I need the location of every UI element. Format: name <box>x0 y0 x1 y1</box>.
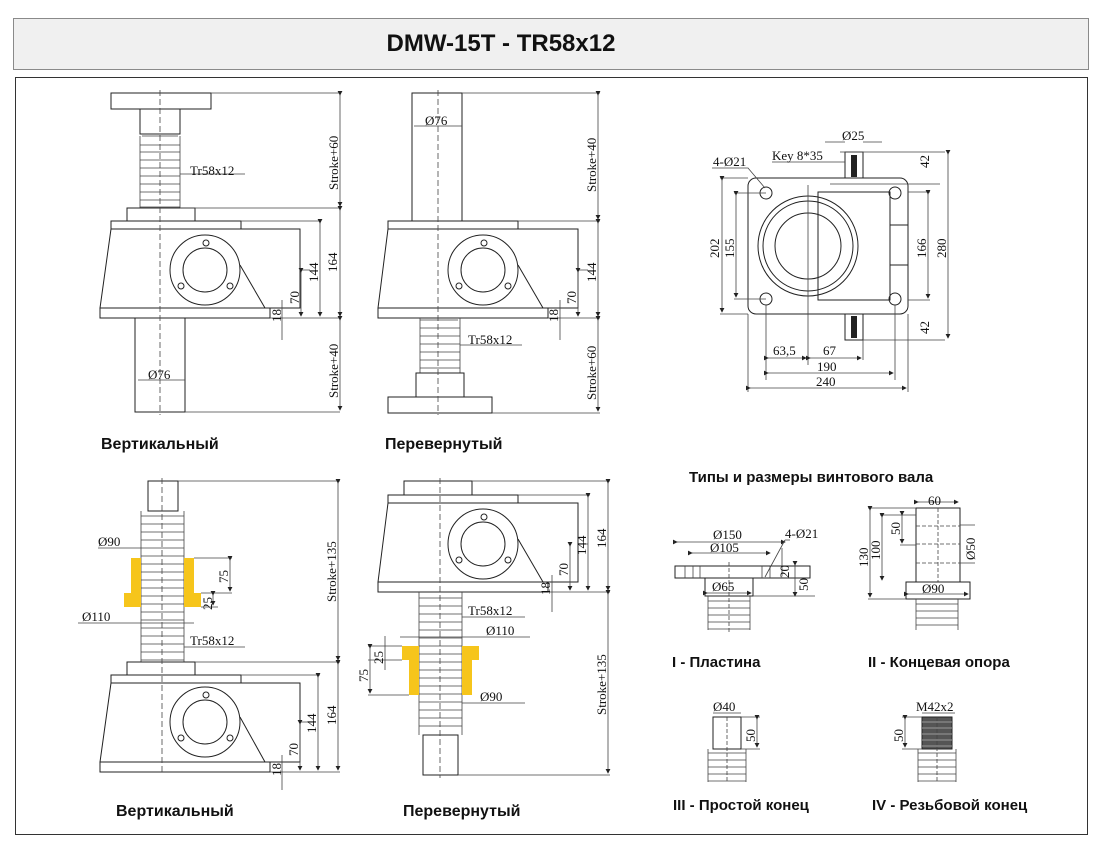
dim-d110: Ø110 <box>82 609 110 624</box>
dim-63-5: 63,5 <box>773 343 796 358</box>
dim-25: 25 <box>371 651 386 664</box>
drawing-panel <box>15 77 1088 835</box>
dim-202: 202 <box>707 239 722 259</box>
screw-type-plate: Ø150 Ø105 4-Ø21 20 50 Ø65 <box>673 526 818 632</box>
dim-thread: Tr58x12 <box>468 603 512 618</box>
dim-60: 60 <box>928 493 941 508</box>
dim-d76: Ø76 <box>148 367 171 382</box>
view-bottom-middle: Tr58x12 Ø110 Ø90 25 75 Stroke+135 164 14… <box>356 478 611 778</box>
dim-130: 130 <box>856 548 871 568</box>
dim-144: 144 <box>304 713 319 733</box>
dim-d90: Ø90 <box>922 581 944 596</box>
dim-190: 190 <box>817 359 837 374</box>
dim-67: 67 <box>823 343 837 358</box>
dim-stroke-top: Stroke+60 <box>326 136 341 190</box>
view-top-middle: Tr58x12 Ø76 Stroke+40 Stroke+60 144 70 1… <box>377 90 601 415</box>
caption-type-2: II - Концевая опора <box>868 654 1010 671</box>
nut-left <box>124 558 141 607</box>
dim-18: 18 <box>538 582 553 595</box>
dim-thread: Tr58x12 <box>190 163 234 178</box>
dim-stroke-bottom: Stroke+40 <box>326 344 341 398</box>
dim-holes: 4-Ø21 <box>713 154 746 169</box>
screw-types-heading: Типы и размеры винтового вала <box>689 469 934 486</box>
dim-d65: Ø65 <box>712 579 734 594</box>
nut-right <box>184 558 201 607</box>
dim-50: 50 <box>891 729 906 742</box>
dim-240: 240 <box>816 374 836 389</box>
dim-144: 144 <box>306 262 321 282</box>
dim-144: 144 <box>584 262 599 282</box>
dim-280: 280 <box>934 239 949 259</box>
dim-164: 164 <box>594 528 609 548</box>
view-bottom-left: Ø90 Ø110 Tr58x12 75 25 Stroke+135 164 14… <box>78 478 341 790</box>
screw-type-plain-end: Ø40 50 <box>707 699 760 782</box>
dim-50: 50 <box>796 578 811 591</box>
dim-d150: Ø150 <box>713 527 742 542</box>
dim-d76: Ø76 <box>425 113 448 128</box>
caption-type-4: IV - Резьбовой конец <box>872 797 1028 814</box>
title-bar: DMW-15T - TR58x12 <box>13 18 1089 70</box>
dim-stroke-bottom: Stroke+60 <box>584 346 599 400</box>
view-top-left: Tr58x12 Ø76 Stroke+60 Stroke+40 164 144 … <box>99 90 343 415</box>
dim-stroke: Stroke+135 <box>594 654 609 715</box>
dim-key: Key 8*35 <box>772 148 823 163</box>
dim-thread: Tr58x12 <box>190 633 234 648</box>
dim-d40: Ø40 <box>713 699 735 714</box>
dim-144: 144 <box>574 535 589 555</box>
dim-18: 18 <box>269 763 284 776</box>
caption-type-3: III - Простой конец <box>673 797 809 814</box>
dim-166: 166 <box>914 238 929 258</box>
screw-type-end-support: 60 50 100 130 Ø50 Ø90 <box>856 493 978 630</box>
dim-70: 70 <box>286 743 301 756</box>
caption-inverted-bottom: Перевернутый <box>403 803 521 820</box>
dim-50: 50 <box>888 522 903 535</box>
dim-stroke-top: Stroke+40 <box>584 138 599 192</box>
dim-d90: Ø90 <box>480 689 502 704</box>
caption-vertical-top: Вертикальный <box>101 436 219 453</box>
screw-type-threaded-end: M42x2 50 <box>891 699 957 782</box>
dim-stroke: Stroke+135 <box>324 541 339 602</box>
dim-70: 70 <box>564 291 579 304</box>
dim-70: 70 <box>556 563 571 576</box>
dim-164: 164 <box>324 705 339 725</box>
page-title: DMW-15T - TR58x12 <box>386 30 616 57</box>
nut-right <box>462 646 479 695</box>
nut-left <box>402 646 419 695</box>
dim-75: 75 <box>356 669 371 682</box>
view-plan: Ø25 Key 8*35 4-Ø21 202 155 166 280 42 42… <box>707 128 951 392</box>
dim-18: 18 <box>546 309 561 322</box>
dim-20: 20 <box>777 565 792 578</box>
dim-thread: Tr58x12 <box>468 332 512 347</box>
dim-18: 18 <box>269 309 284 322</box>
dim-m42: M42x2 <box>916 699 954 714</box>
dim-d105: Ø105 <box>710 540 739 555</box>
caption-inverted-top: Перевернутый <box>385 436 503 453</box>
dim-70: 70 <box>287 291 302 304</box>
caption-type-1: I - Пластина <box>672 654 761 671</box>
dim-100: 100 <box>868 541 883 561</box>
dim-holes: 4-Ø21 <box>785 526 818 541</box>
dim-d90: Ø90 <box>98 534 120 549</box>
caption-vertical-bottom: Вертикальный <box>116 803 234 820</box>
dim-50: 50 <box>743 729 758 742</box>
dim-shaft: Ø25 <box>842 128 864 143</box>
dim-164: 164 <box>325 252 340 272</box>
dim-155: 155 <box>722 239 737 259</box>
dim-42-bottom: 42 <box>917 321 932 334</box>
dim-25: 25 <box>200 597 215 610</box>
dim-75: 75 <box>216 570 231 583</box>
dim-42-top: 42 <box>917 155 932 168</box>
dim-d50: Ø50 <box>963 538 978 560</box>
dim-d110: Ø110 <box>486 623 514 638</box>
